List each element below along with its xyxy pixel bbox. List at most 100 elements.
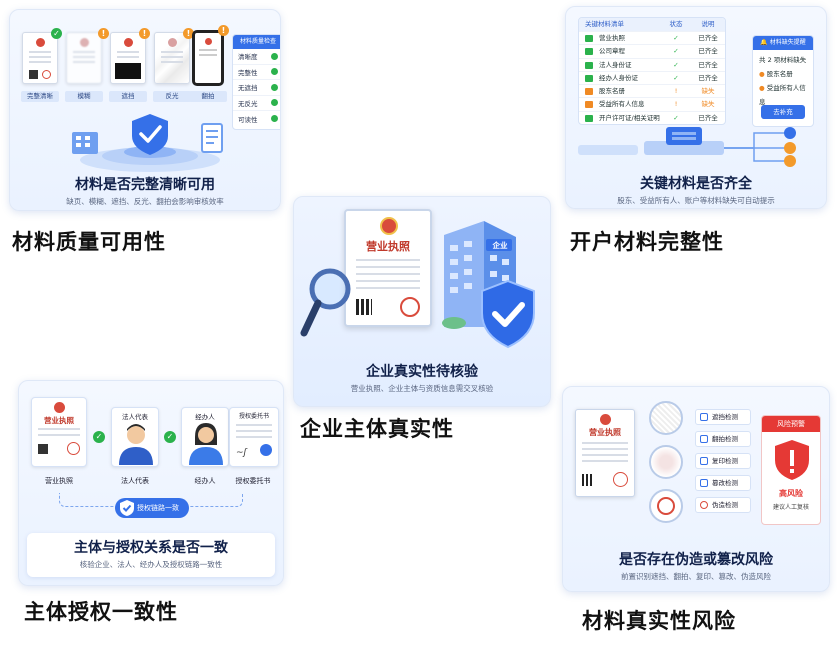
- detection-item: 伪造检测: [695, 497, 751, 513]
- doc-thumb-clear: ✓: [22, 28, 62, 84]
- copy-icon: [700, 457, 708, 465]
- check-icon: ✓: [51, 28, 62, 39]
- chain-label-agent: 经办人: [194, 477, 216, 485]
- zoom-circle-stamp: [649, 489, 683, 523]
- zoom-circle-seal: [649, 445, 683, 479]
- qr-code-icon: [356, 299, 372, 315]
- label-authorization-consistency: 主体授权一致性: [24, 600, 178, 624]
- check-icon: [271, 115, 278, 123]
- card-title: 主体与授权关系是否一致: [74, 540, 228, 556]
- card-title: 企业真实性待核验: [366, 364, 478, 380]
- card-subtitle: 营业执照、企业主体与资质信息需交叉核验: [350, 384, 494, 393]
- business-license: 营业执照: [344, 209, 432, 327]
- license-title: 营业执照: [589, 428, 621, 437]
- risk-alert-panel: 风险预警 高风险 建议人工复核: [761, 415, 821, 525]
- supplement-button[interactable]: 去补充: [761, 105, 805, 119]
- risk-note: 建议人工复核: [772, 504, 809, 511]
- stamp-icon: [700, 501, 708, 509]
- shield-platform-illustration: [72, 114, 223, 172]
- doc-thumb-blurry: [66, 32, 102, 84]
- check-icon: [271, 99, 278, 107]
- card-subtitle: 缺页、模糊、遮挡、反光、翻拍会影响审核效率: [66, 197, 224, 206]
- card-title: 是否存在伪造或篡改风险: [619, 552, 773, 568]
- warning-icon: !: [98, 28, 109, 39]
- quality-item: 可读性: [233, 111, 280, 127]
- shield-check-icon: [481, 279, 535, 349]
- check-icon: [271, 68, 278, 76]
- document-icon: [585, 35, 593, 42]
- material-row: 受益所有人信息 ! 缺失: [579, 97, 725, 110]
- doc-tag-blurry: 模糊: [65, 91, 103, 102]
- quality-item: 完整性: [233, 65, 280, 80]
- alert-item: ● 股东名册: [759, 70, 793, 78]
- warning-icon: !: [183, 28, 194, 39]
- id-card-icon: [585, 74, 593, 82]
- shield-check-icon: [120, 500, 134, 516]
- check-icon: ✓: [164, 431, 176, 443]
- authorization-letter-card: 授权委托书 ~ʃ: [229, 407, 279, 467]
- quality-item: 无反光: [233, 96, 280, 111]
- risk-level: 高风险: [779, 489, 803, 498]
- doc-thumb-glare: !: [154, 28, 194, 84]
- material-row: 公司章程 ✓ 已齐全: [579, 44, 725, 57]
- legal-rep-card: 法人代表: [111, 407, 159, 467]
- card-subtitle: 前置识别遮挡、翻拍、复印、篡改、伪造风险: [621, 572, 771, 581]
- risk-title: 风险预警: [762, 416, 820, 432]
- document-icon: [585, 114, 593, 122]
- card-title: 关键材料是否齐全: [640, 176, 752, 192]
- doc-tag-clear: 完整清晰: [21, 91, 59, 102]
- card-entity-authenticity: 营业执照 企业 企业真实性待核验 营业执照、企业主体与资质信息需: [293, 196, 551, 407]
- zoom-circle-texture: [649, 401, 683, 435]
- detection-item: 翻拍检测: [695, 431, 751, 447]
- card-account-completeness: 关键材料清单 状态 说明 营业执照 ✓ 已齐全 公司章程 ✓ 已齐全 法人身份证…: [565, 6, 827, 209]
- quality-item: 无遮挡: [233, 80, 280, 96]
- material-row: 法人身份证 ✓ 已齐全: [579, 57, 725, 71]
- alert-count: 共 2 项材料缺失: [759, 56, 807, 64]
- agent-card: 经办人: [181, 407, 229, 467]
- business-license: 营业执照: [575, 409, 635, 497]
- bell-icon: 🔔: [760, 39, 770, 46]
- warning-icon: !: [218, 25, 229, 36]
- emblem-icon: [380, 217, 398, 235]
- document-icon: [585, 101, 593, 109]
- card-subtitle: 股东、受益所有人、账户等材料缺失可自动提示: [617, 196, 775, 205]
- person-icon: [119, 424, 153, 465]
- material-row: 股东名册 ! 缺失: [579, 84, 725, 97]
- chain-label-legal-rep: 法人代表: [121, 477, 149, 485]
- card-material-authenticity-risk: 营业执照 遮挡检测 翻拍检测 复印检测 篡改检测 伪造检测 风险预警 高风险 建…: [562, 386, 830, 592]
- card-material-quality: ✓ 完整清晰 ! 模糊 ! 遮挡 ! 反光 ! 翻拍 材料质量检查 清晰度 完整…: [9, 9, 281, 211]
- chain-label-authorization: 授权委托书: [235, 477, 271, 485]
- quality-panel-title: 材料质量检查: [233, 35, 280, 49]
- check-icon: ✓: [93, 431, 105, 443]
- check-icon: [271, 52, 278, 60]
- missing-alert-panel: 🔔 材料缺失提醒 共 2 项材料缺失 ● 股东名册 ● 受益所有人信息 去补充: [752, 35, 814, 127]
- doc-tag-obscured: 遮挡: [109, 91, 147, 102]
- magnifier-icon: [300, 268, 351, 337]
- badge-icon: [260, 444, 272, 456]
- key-materials-list: 关键材料清单 状态 说明 营业执照 ✓ 已齐全 公司章程 ✓ 已齐全 法人身份证…: [578, 17, 726, 125]
- material-row: 营业执照 ✓ 已齐全: [579, 31, 725, 44]
- phone-recapture-icon: !: [192, 25, 229, 86]
- card-title: 材料是否完整清晰可用: [75, 177, 215, 193]
- data-server-illustration: [578, 127, 796, 167]
- doc-tag-glare: 反光: [153, 91, 191, 102]
- alert-title: 🔔 材料缺失提醒: [753, 36, 813, 50]
- building-sign: 企业: [492, 241, 508, 250]
- material-row: 开户许可证/相关证明 ✓ 已齐全: [579, 110, 725, 124]
- chain-label-license: 营业执照: [45, 477, 73, 485]
- camera-icon: [700, 435, 708, 443]
- signature-icon: ~ʃ: [236, 448, 247, 458]
- detection-item: 篡改检测: [695, 475, 751, 491]
- detection-item: 遮挡检测: [695, 409, 751, 425]
- document-icon: [585, 88, 593, 96]
- card-subtitle: 核验企业、法人、经办人及授权链路一致性: [79, 560, 223, 569]
- emblem-icon: [600, 414, 611, 425]
- emblem-icon: [54, 402, 65, 413]
- seal-icon: [400, 297, 420, 317]
- alert-item: ● 受益所有人信息: [759, 84, 806, 106]
- emblem-icon: [36, 38, 45, 47]
- warning-icon: !: [139, 28, 150, 39]
- qr-code-icon: [582, 474, 594, 486]
- id-card-icon: [585, 61, 593, 69]
- license-title: 营业执照: [44, 416, 74, 425]
